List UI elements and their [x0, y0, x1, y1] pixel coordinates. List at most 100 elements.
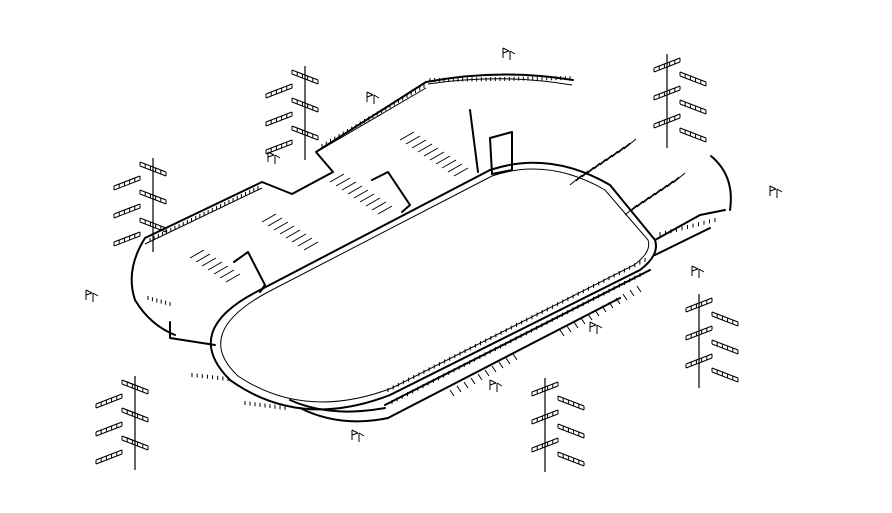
seat-block [569, 138, 637, 186]
rim-railings [147, 76, 716, 410]
stair-flight-rail [95, 425, 123, 437]
seat-row [267, 217, 283, 227]
seat-row [630, 200, 644, 212]
seat-row [624, 204, 638, 216]
stair-flight-rail [711, 343, 739, 355]
seat-row [660, 180, 674, 192]
seat-row [189, 249, 205, 259]
stair-flight [95, 393, 123, 405]
seat-row [477, 373, 483, 381]
stair-flight [557, 395, 585, 407]
stair-flight-rail [95, 453, 123, 465]
flag-cloth [92, 292, 99, 297]
seat-row [341, 181, 357, 191]
flag-cloth [358, 432, 365, 437]
stair-flight [711, 311, 739, 323]
seat-row [303, 241, 319, 251]
seat-block [449, 353, 518, 397]
stair-flight-rail [711, 315, 739, 327]
seat-row [463, 381, 469, 389]
stair-flight [557, 423, 585, 435]
flag-cloth [776, 188, 783, 193]
stair-flight-rail [711, 371, 739, 383]
stair-flight [265, 139, 293, 151]
seat-row [335, 177, 351, 187]
stair-flight-rail [113, 235, 141, 247]
railing [147, 296, 171, 306]
flag-cloth [489, 382, 497, 386]
outer-rim [130, 73, 732, 336]
seat-row [587, 162, 601, 174]
seat-row [654, 184, 668, 196]
seat-row [207, 261, 223, 271]
seat-row [672, 172, 686, 184]
railing [387, 258, 646, 392]
seat-block [261, 213, 319, 251]
seat-row [593, 158, 607, 170]
seat-row [453, 167, 469, 177]
seating-rows [189, 131, 686, 397]
flag-cloth [769, 188, 777, 192]
flag-marker [502, 47, 516, 60]
stair-flight-rail [679, 131, 707, 143]
seat-row [666, 176, 680, 188]
stair-tower [685, 294, 739, 388]
stair-flight-rail [679, 75, 707, 87]
flag-cloth [691, 268, 699, 272]
flag-marker [85, 289, 99, 302]
seat-row [491, 365, 497, 373]
stair-tower [265, 66, 319, 160]
seat-block [189, 249, 241, 283]
seat-row [484, 369, 490, 377]
flag-marker [589, 321, 603, 334]
flag-cloth [373, 94, 380, 99]
seat-row [441, 159, 457, 169]
seat-row [297, 237, 313, 247]
stair-flight-rail [113, 179, 141, 191]
seat-row [636, 196, 650, 208]
seat-row [617, 142, 631, 154]
seat-row [569, 174, 583, 186]
stair-tower [95, 376, 149, 470]
flag-cloth [85, 292, 93, 296]
seat-row [611, 146, 625, 158]
seat-row [417, 143, 433, 153]
seat-row [371, 201, 387, 211]
seat-row [575, 170, 589, 182]
flag-cloth [489, 379, 497, 384]
seat-row [285, 229, 301, 239]
seat-row [347, 185, 363, 195]
flag-cloth [589, 324, 597, 328]
flag-cloth [496, 382, 503, 387]
stair-flight [711, 367, 739, 379]
seat-row [608, 301, 614, 309]
seat-row [498, 361, 504, 369]
flag-marker [489, 379, 503, 392]
seat-row [435, 155, 451, 165]
seat-row [629, 289, 635, 297]
railing [191, 373, 229, 381]
seat-row [449, 389, 455, 397]
stair-tower [531, 378, 585, 472]
seat-row [213, 265, 229, 275]
stair-tower [113, 158, 167, 252]
railing [244, 401, 286, 410]
seat-row [642, 192, 656, 204]
stair-flight [679, 71, 707, 83]
flag-cloth [502, 47, 510, 52]
stair-flight [113, 203, 141, 215]
flag-marker [769, 185, 783, 198]
stair-flight [95, 421, 123, 433]
stair-flight [679, 127, 707, 139]
stair-flight [557, 451, 585, 463]
stair-flight-rail [95, 397, 123, 409]
seat-row [573, 321, 579, 329]
flag-cloth [589, 321, 597, 326]
stair-flight-rail [557, 455, 585, 467]
flag-cloth [596, 324, 603, 329]
flag-cloth [698, 268, 705, 273]
seat-row [559, 329, 565, 337]
seat-row [470, 377, 476, 385]
seat-row [648, 188, 662, 200]
flag-marker [267, 151, 281, 164]
